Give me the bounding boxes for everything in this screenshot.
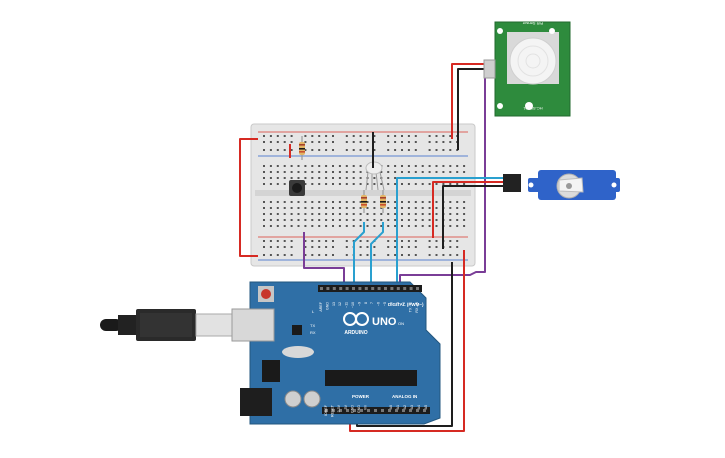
pin-label: TX→1 [409, 302, 413, 312]
pin-label: 4 [389, 302, 393, 304]
pin-label: IOREF [324, 404, 328, 416]
tx-label: TX [310, 323, 315, 328]
pin-label: GND [325, 302, 329, 310]
pin-label: 8 [364, 302, 368, 304]
arduino-logo-icon [343, 312, 369, 326]
pin-label: A3 [410, 405, 414, 409]
pin-label: ~10 [351, 302, 355, 308]
rgb-led [365, 161, 385, 191]
pir-sensor[interactable]: PIR Sensor HC-SR501 [483, 21, 571, 117]
digital-header-label: DIGITAL (PWM~) [388, 302, 424, 307]
pin-label: ~11 [345, 302, 349, 308]
pin-label: GND [350, 405, 354, 413]
resistor-3 [380, 190, 386, 213]
pin-label: 2 [402, 302, 406, 304]
power-header-label: POWER [352, 394, 370, 399]
usb-cable [100, 309, 237, 341]
pin-label: A2 [403, 405, 407, 409]
pushbutton[interactable] [289, 180, 305, 196]
pin-label: A5 [424, 405, 428, 409]
pin-label: Vin [364, 405, 368, 410]
pin-label: ~9 [357, 302, 361, 306]
pin-label: 13 [332, 302, 336, 306]
pin-label: ~5 [383, 302, 387, 306]
breadboard-holes [263, 135, 466, 256]
pin-label: 12 [338, 302, 342, 306]
resistor-2 [361, 190, 367, 213]
analog-header-label: ANALOG IN [392, 394, 417, 399]
rx-label: RX [310, 330, 316, 335]
servo-motor[interactable] [503, 170, 620, 200]
arduino-uno[interactable]: ARDUINO UNO DIGITAL (PWM~) POWER ANALOG … [231, 281, 441, 425]
arduino-model: UNO [372, 316, 397, 328]
pin-label: RESET [331, 404, 335, 417]
l-label: L [312, 309, 315, 314]
pir-label-top: PIR Sensor [522, 21, 543, 26]
pin-label: ~6 [377, 302, 381, 306]
pir-label-bottom: HC-SR501 [523, 106, 543, 111]
pin-label: A4 [417, 405, 421, 409]
pin-label: 5V [344, 404, 348, 409]
on-label: ON [398, 321, 404, 326]
pin-label: 7 [370, 302, 374, 304]
pin-label: A1 [396, 405, 400, 409]
pin-label: A0 [389, 405, 393, 409]
pin-label: RX←0 [415, 302, 419, 313]
pin-label: GND [357, 405, 361, 413]
pin-label: 3.3V [337, 404, 341, 412]
resistor-1 [299, 136, 305, 160]
arduino-brand: ARDUINO [344, 330, 367, 336]
pin-label: ~3 [396, 302, 400, 306]
wires [239, 63, 505, 432]
pin-label: AREF [319, 301, 323, 311]
